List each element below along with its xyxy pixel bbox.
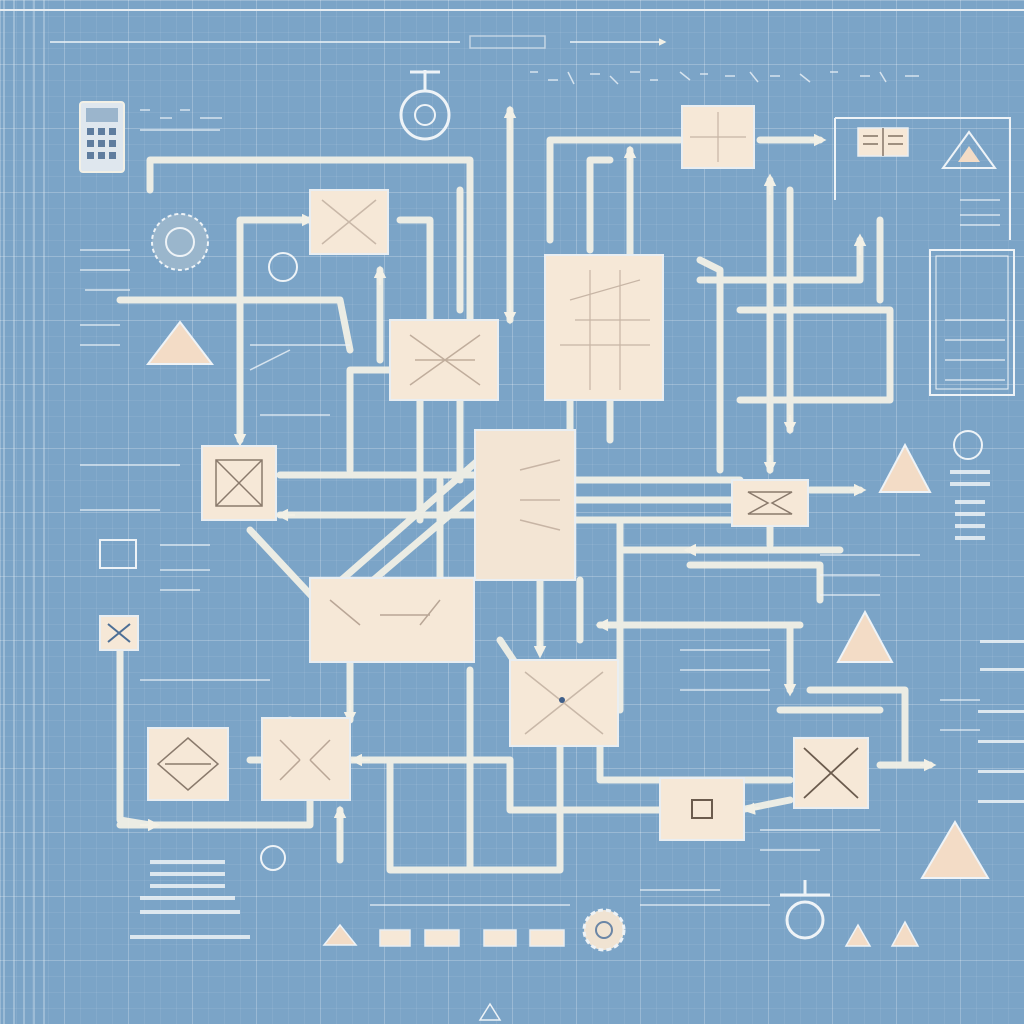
book-icon — [857, 127, 909, 157]
process-box — [389, 319, 499, 401]
decorative-notation — [80, 71, 1005, 906]
small-box — [99, 615, 139, 651]
left-grid-strip — [3, 0, 45, 1024]
process-box — [261, 717, 351, 801]
target-icon — [268, 252, 298, 282]
process-box — [309, 577, 475, 663]
process-box — [509, 659, 619, 747]
calculator-icon — [79, 101, 125, 173]
process-box — [659, 777, 745, 841]
small-box — [99, 539, 137, 569]
process-box — [793, 737, 869, 809]
target-icon — [260, 430, 983, 871]
process-box — [681, 105, 755, 169]
process-box — [731, 479, 809, 527]
bottom-box-row — [379, 929, 565, 947]
process-box — [147, 727, 229, 801]
clock-icon — [399, 70, 451, 141]
warning-triangle-icon — [145, 130, 997, 1021]
header-ruler — [50, 35, 667, 49]
right-panel — [834, 117, 1015, 396]
process-box — [309, 189, 389, 255]
target-icon — [780, 880, 830, 940]
process-box — [544, 254, 664, 401]
process-box — [201, 445, 277, 521]
stacked-bars — [130, 470, 1024, 939]
gear-icon — [582, 908, 626, 952]
gear-icon — [151, 213, 209, 271]
process-box — [474, 429, 576, 581]
